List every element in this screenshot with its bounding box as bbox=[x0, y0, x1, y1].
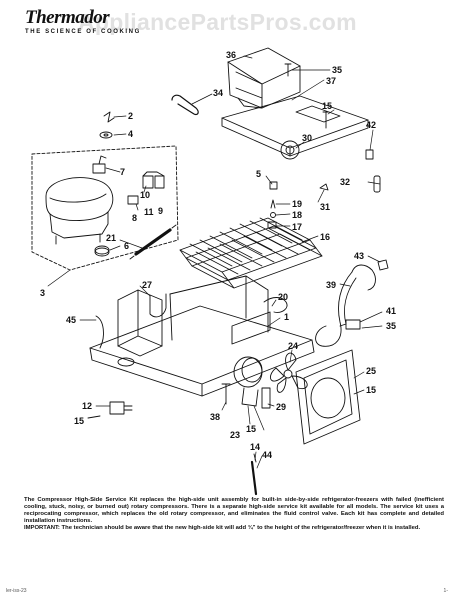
footer-code: ler-iss-23 bbox=[6, 588, 27, 594]
callout-15b: 15 bbox=[366, 385, 376, 395]
part-clip-29 bbox=[261, 387, 271, 409]
callout-7: 7 bbox=[120, 167, 125, 177]
part-clip-2 bbox=[103, 111, 115, 123]
part-plug-12 bbox=[109, 401, 133, 415]
part-post-38 bbox=[221, 383, 231, 405]
callout-39: 39 bbox=[326, 280, 336, 290]
part-fan-motor-23 bbox=[233, 356, 263, 407]
callout-15: 15 bbox=[322, 101, 332, 111]
part-condenser-16 bbox=[179, 217, 323, 289]
callout-3: 3 bbox=[40, 288, 45, 298]
part-washer-4 bbox=[99, 131, 113, 139]
callout-15d: 15 bbox=[246, 424, 256, 434]
important-note: IMPORTANT: The technician should be awar… bbox=[24, 525, 421, 532]
callout-labels: 36 35 37 34 2 4 15 42 30 7 5 32 10 11 9 … bbox=[40, 50, 396, 460]
callout-15c: 15 bbox=[74, 416, 84, 426]
description-text: The Compressor High-Side Service Kit rep… bbox=[24, 497, 444, 532]
callout-29: 29 bbox=[276, 402, 286, 412]
callout-leader-lines bbox=[47, 55, 383, 469]
part-bracket-27 bbox=[149, 293, 167, 318]
description-paragraph: The Compressor High-Side Service Kit rep… bbox=[24, 497, 444, 525]
part-drier-21 bbox=[129, 224, 177, 260]
part-clip-42 bbox=[365, 149, 374, 160]
part-compressor bbox=[45, 177, 114, 245]
callout-35b: 35 bbox=[386, 321, 396, 331]
callout-16: 16 bbox=[320, 232, 330, 242]
watermark: AppliancePartsPros.com bbox=[78, 9, 357, 35]
callout-31: 31 bbox=[320, 202, 330, 212]
callout-21: 21 bbox=[106, 233, 116, 243]
callout-24: 24 bbox=[288, 341, 298, 351]
part-tray-37 bbox=[221, 95, 369, 160]
part-screw-15a bbox=[322, 111, 330, 129]
part-fan-shroud-25 bbox=[295, 349, 361, 445]
part-screws-17-19 bbox=[267, 199, 277, 229]
callout-4: 4 bbox=[128, 129, 133, 139]
part-harness-39 bbox=[315, 264, 376, 347]
callout-45: 45 bbox=[66, 315, 76, 325]
callout-9: 9 bbox=[158, 206, 163, 216]
part-screw-5 bbox=[269, 181, 278, 190]
callout-12: 12 bbox=[82, 401, 92, 411]
brand-logo: Thermador THE SCIENCE OF COOKING bbox=[25, 7, 141, 36]
callout-36: 36 bbox=[226, 50, 236, 60]
part-screw-35a bbox=[284, 63, 292, 77]
callout-18: 18 bbox=[292, 210, 302, 220]
part-relay-10-11 bbox=[142, 171, 165, 189]
part-cover-36 bbox=[227, 47, 301, 109]
callout-17: 17 bbox=[292, 222, 302, 232]
callout-37: 37 bbox=[326, 76, 336, 86]
part-screw-31 bbox=[319, 183, 329, 191]
callout-5: 5 bbox=[256, 169, 261, 179]
callout-44: 44 bbox=[262, 450, 272, 460]
callout-10: 10 bbox=[140, 190, 150, 200]
callout-23: 23 bbox=[230, 430, 240, 440]
callout-30: 30 bbox=[302, 133, 312, 143]
callout-2: 2 bbox=[128, 111, 133, 121]
part-capillary-44 bbox=[250, 453, 258, 496]
part-bracket-8 bbox=[127, 195, 139, 205]
callout-19: 19 bbox=[292, 199, 302, 209]
callout-42: 42 bbox=[366, 120, 376, 130]
part-grommet-6 bbox=[94, 245, 110, 257]
brand-tagline: THE SCIENCE OF COOKING bbox=[25, 29, 141, 35]
part-base-frame-1 bbox=[89, 275, 315, 397]
part-fan-blade-24 bbox=[270, 352, 308, 393]
callout-8: 8 bbox=[132, 213, 137, 223]
callout-20: 20 bbox=[278, 292, 288, 302]
callout-27: 27 bbox=[142, 280, 152, 290]
callout-32: 32 bbox=[340, 177, 350, 187]
part-relay-7 bbox=[92, 155, 107, 174]
part-tube-34 bbox=[171, 94, 199, 116]
footer-page: 1- bbox=[443, 588, 448, 594]
callout-25: 25 bbox=[366, 366, 376, 376]
part-tube-45 bbox=[95, 315, 104, 349]
part-screw-15c bbox=[87, 415, 101, 419]
callout-6: 6 bbox=[124, 241, 129, 251]
callout-34: 34 bbox=[213, 88, 223, 98]
callout-35: 35 bbox=[332, 65, 342, 75]
part-connector-43 bbox=[377, 259, 389, 271]
callout-41: 41 bbox=[386, 306, 396, 316]
part-relay-41 bbox=[339, 319, 361, 330]
callout-11: 11 bbox=[144, 207, 154, 217]
part-cord-20 bbox=[263, 297, 288, 313]
callout-38: 38 bbox=[210, 412, 220, 422]
callout-43: 43 bbox=[354, 251, 364, 261]
brand-name: Thermador bbox=[25, 7, 110, 28]
compressor-group-boundary bbox=[31, 145, 179, 271]
callout-14: 14 bbox=[250, 442, 260, 452]
callout-1: 1 bbox=[284, 312, 289, 322]
